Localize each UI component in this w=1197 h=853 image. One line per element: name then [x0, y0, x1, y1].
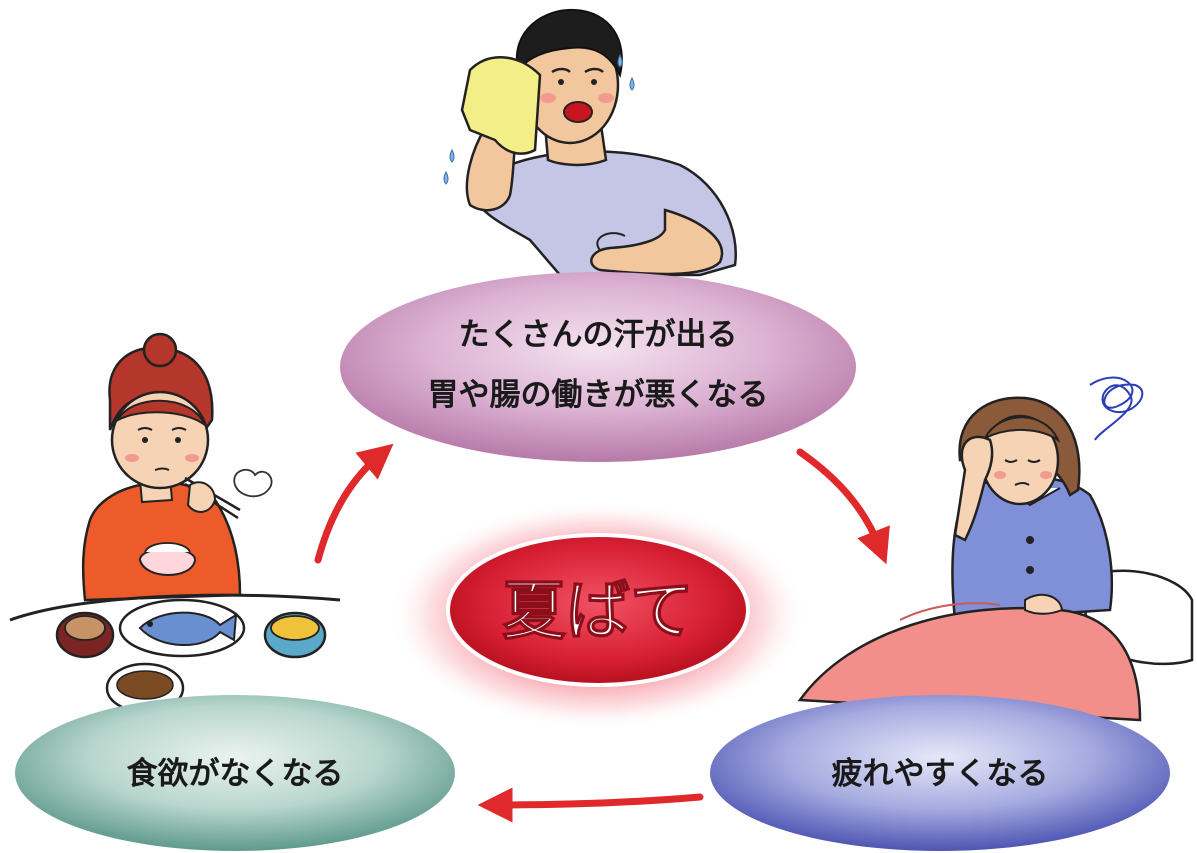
arrow-right-to-left [477, 787, 704, 823]
center-summer-fatigue: 夏ばて [388, 500, 808, 730]
node-sweat-and-digestion: たくさんの汗が出る 胃や腸の働きが悪くなる [340, 272, 856, 462]
node-top-ellipse [340, 272, 856, 462]
center-badge [446, 533, 750, 687]
node-lose-appetite: 食欲がなくなる [15, 695, 455, 851]
node-right-label: 疲れやすくなる [832, 756, 1049, 792]
node-right-ellipse [710, 695, 1170, 851]
node-left-ellipse [15, 695, 455, 851]
node-left-label: 食欲がなくなる [127, 756, 344, 792]
node-top-line-2: 胃や腸の働きが悪くなる [428, 377, 769, 413]
girl-eating-illustration [9, 332, 341, 714]
tired-woman-in-bed-illustration [797, 376, 1194, 722]
arrow-top-to-right [796, 448, 890, 565]
node-tire-easily: 疲れやすくなる [710, 695, 1170, 851]
node-top-line-1: たくさんの汗が出る [459, 317, 738, 353]
sweating-man-illustration [443, 8, 737, 277]
cycle-arrows [314, 443, 890, 823]
center-label: 夏ばて [502, 575, 694, 649]
arrow-left-to-top [314, 443, 394, 564]
